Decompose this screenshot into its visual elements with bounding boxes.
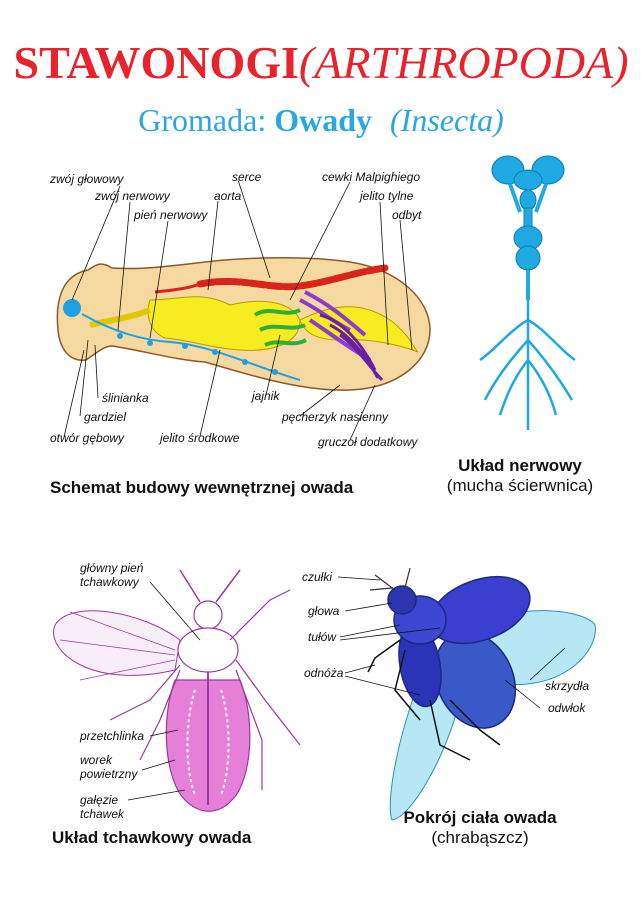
beetle-figure: czułki głowa tułów odnóża skrzydła odwło…	[302, 567, 596, 821]
label-jelito-tylne: jelito tylne	[358, 189, 414, 203]
label-zwoj-glowowy: zwój głowowy	[49, 172, 124, 186]
caption-nervous-sub: (mucha ścierwnica)	[446, 476, 594, 495]
caption-beetle-title: Pokrój ciała owada	[403, 808, 557, 827]
accessory-gland	[319, 313, 384, 382]
label-czulki: czułki	[302, 570, 332, 584]
caption-beetle: Pokrój ciała owada (chrabąszcz)	[360, 808, 600, 848]
page-title: STAWONOGI(ARTHROPODA)	[0, 40, 642, 86]
label-worek-2: powietrzny	[79, 767, 138, 781]
label-serce: serce	[232, 170, 262, 184]
label-gruczol: gruczoł dodatkowy	[318, 435, 418, 449]
title-latin: (ARTHROPODA)	[298, 37, 629, 88]
caption-beetle-sub: (chrabąszcz)	[431, 828, 529, 847]
title-main: STAWONOGI	[13, 37, 299, 88]
label-jelito-srodkowe: jelito środkowe	[158, 431, 240, 445]
label-worek-1: worek	[80, 753, 113, 767]
label-skrzydla: skrzydła	[545, 679, 589, 693]
label-cewki: cewki Malpighiego	[322, 170, 420, 184]
left-wing	[53, 610, 181, 676]
label-glowny-pien-2: tchawkowy	[80, 575, 140, 589]
nervous-system-figure	[479, 155, 576, 430]
subtitle-class: Owady	[274, 102, 373, 138]
label-jajnik: jajnik	[250, 389, 280, 403]
subtitle-latin: (Insecta)	[390, 102, 504, 138]
nerve-cord	[63, 299, 301, 381]
label-odwlok: odwłok	[548, 701, 586, 715]
label-glowny-pien-1: główny pień	[80, 561, 144, 575]
label-odbyt: odbyt	[392, 208, 422, 222]
leader-lines-internal	[63, 179, 413, 441]
label-aorta: aorta	[214, 189, 242, 203]
label-galezie-1: gałęzie	[80, 793, 118, 807]
tracheal-system-figure: główny pień tchawkowy przetchlinka worek…	[53, 561, 301, 821]
beetle-left-wing	[389, 679, 461, 821]
ovary-organ	[253, 308, 307, 347]
foregut-organ	[89, 307, 152, 328]
label-otwor-gebowy: otwór gębowy	[50, 431, 125, 445]
caption-nervous: Układ nerwowy (mucha ścierwnica)	[410, 456, 630, 496]
caption-tracheal: Układ tchawkowy owada	[52, 828, 252, 847]
subtitle-prefix: Gromada:	[138, 102, 267, 138]
label-gardziel: gardziel	[84, 410, 126, 424]
heart-organ	[196, 264, 389, 291]
caption-internal: Schemat budowy wewnętrznej owada	[50, 478, 354, 497]
internal-anatomy-figure: zwój głowowy zwój nerwowy pień nerwowy s…	[49, 170, 431, 449]
label-pien-nerwowy: pień nerwowy	[133, 208, 208, 222]
label-slinianka: ślinianka	[102, 391, 149, 405]
left-wing-veins	[59, 611, 176, 681]
page-subtitle: Gromada: Owady (Insecta)	[0, 104, 642, 136]
label-galezie-2: tchawek	[80, 807, 125, 821]
caption-nervous-title: Układ nerwowy	[458, 456, 582, 475]
label-pecherzyk: pęcherzyk nasienny	[281, 410, 389, 424]
label-tulow: tułów	[308, 630, 337, 644]
label-przetchlinka: przetchlinka	[79, 729, 144, 743]
aorta-vessel	[154, 282, 201, 294]
beetle-head	[387, 585, 417, 615]
label-odnoza: odnóża	[304, 666, 344, 680]
label-glowa: głowa	[308, 604, 340, 618]
label-zwoj-nerwowy: zwój nerwowy	[94, 189, 171, 203]
